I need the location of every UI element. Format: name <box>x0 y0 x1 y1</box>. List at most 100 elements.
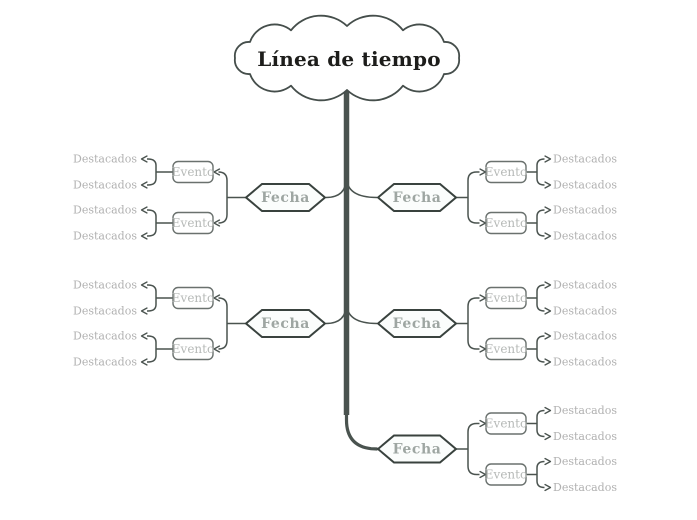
destacado-label[interactable]: Destacados <box>73 153 137 166</box>
destacado-label[interactable]: Destacados <box>73 179 137 192</box>
evento-node[interactable]: Evento <box>485 463 527 486</box>
evento-label: Evento <box>485 417 527 431</box>
branch-left-2: Fecha Evento Evento Destacados Destacado… <box>73 279 327 369</box>
evento-box-shape <box>485 160 527 184</box>
evento-label: Evento <box>485 216 527 230</box>
connector-evento2-to-destacados <box>526 460 545 489</box>
connector-evento1-to-destacados <box>526 158 545 186</box>
map-title: Línea de tiempo <box>257 47 441 71</box>
fecha-node[interactable]: Fecha <box>376 183 458 212</box>
fecha-node[interactable]: Fecha <box>244 183 327 212</box>
connector-fecha-to-eventos <box>456 422 480 476</box>
evento-label: Evento <box>172 165 214 179</box>
evento-box-shape <box>485 286 527 310</box>
destacado-label[interactable]: Destacados <box>553 204 617 217</box>
destacado-label[interactable]: Destacados <box>73 330 137 343</box>
destacado-label[interactable]: Destacados <box>73 356 137 369</box>
connector-evento1-to-destacados <box>147 284 173 312</box>
destacado-label[interactable]: Destacados <box>73 305 137 318</box>
branch-right-2: Fecha Evento Evento Destacados Destacado… <box>376 279 617 369</box>
destacado-label[interactable]: Destacados <box>553 356 617 369</box>
fecha-hexagon-shape <box>376 434 458 464</box>
fecha-hexagon-shape <box>376 309 458 338</box>
fecha-label: Fecha <box>393 190 442 206</box>
connector-fecha-to-eventos <box>456 171 480 224</box>
evento-box-shape <box>172 160 214 184</box>
cloud-shape <box>233 14 461 102</box>
evento-label: Evento <box>485 291 527 305</box>
destacado-label[interactable]: Destacados <box>553 455 617 468</box>
connector-evento1-to-destacados <box>526 409 545 438</box>
destacado-label[interactable]: Destacados <box>553 179 617 192</box>
destacado-label[interactable]: Destacados <box>553 279 617 292</box>
branch-curve-row2-left <box>325 302 348 325</box>
trunk-curve-bottom <box>344 412 378 451</box>
arrowhead-into-destacados <box>140 155 148 189</box>
connector-evento2-to-destacados <box>526 209 545 237</box>
fecha-node[interactable]: Fecha <box>376 309 458 338</box>
arrowhead-into-destacados <box>544 281 552 315</box>
evento-label: Evento <box>485 342 527 356</box>
connector-fecha-to-eventos <box>218 297 246 350</box>
fecha-node[interactable]: Fecha <box>244 309 327 338</box>
destacado-label[interactable]: Destacados <box>553 153 617 166</box>
arrowhead-into-destacados <box>544 457 552 492</box>
evento-node[interactable]: Evento <box>172 211 214 235</box>
branch-curve-row1-right <box>345 176 378 199</box>
branch-left-1: Fecha Evento Evento Destacados Destacado… <box>73 153 327 243</box>
trunk <box>325 88 378 451</box>
destacado-label[interactable]: Destacados <box>553 305 617 318</box>
evento-node[interactable]: Evento <box>485 211 527 235</box>
evento-node[interactable]: Evento <box>172 286 214 310</box>
destacado-label[interactable]: Destacados <box>553 404 617 417</box>
connector-evento2-to-destacados <box>526 335 545 363</box>
branch-right-3: Fecha Evento Evento Destacados Destacado… <box>376 404 617 494</box>
arrowhead-into-destacados <box>544 206 552 240</box>
connector-evento1-to-destacados <box>147 158 173 186</box>
evento-label: Evento <box>172 216 214 230</box>
connector-evento2-to-destacados <box>147 209 173 237</box>
evento-label: Evento <box>172 291 214 305</box>
evento-node[interactable]: Evento <box>485 286 527 310</box>
evento-node[interactable]: Evento <box>172 160 214 184</box>
evento-label: Evento <box>485 468 527 482</box>
evento-label: Evento <box>485 165 527 179</box>
fecha-hexagon-shape <box>376 183 458 212</box>
evento-label: Evento <box>172 342 214 356</box>
evento-node[interactable]: Evento <box>485 412 527 435</box>
branch-right-1: Fecha Evento Evento Destacados Destacado… <box>376 153 617 243</box>
fecha-node[interactable]: Fecha <box>376 434 458 464</box>
connector-fecha-to-eventos <box>456 297 480 350</box>
arrowhead-into-destacados <box>544 406 552 441</box>
destacado-label[interactable]: Destacados <box>553 430 617 443</box>
connector-evento1-to-destacados <box>526 284 545 312</box>
connector-fecha-to-eventos <box>218 171 246 224</box>
fecha-label: Fecha <box>393 316 442 332</box>
destacado-label[interactable]: Destacados <box>73 204 137 217</box>
destacado-label[interactable]: Destacados <box>553 481 617 494</box>
evento-box-shape <box>172 337 214 361</box>
evento-box-shape <box>172 211 214 235</box>
fecha-label: Fecha <box>393 442 442 458</box>
evento-box-shape <box>485 211 527 235</box>
destacado-label[interactable]: Destacados <box>73 279 137 292</box>
evento-box-shape <box>485 337 527 361</box>
fecha-label: Fecha <box>261 316 310 332</box>
arrowhead-into-destacados <box>140 332 148 366</box>
arrowhead-into-destacados <box>544 155 552 189</box>
evento-box-shape <box>485 412 527 435</box>
branch-curve-row1-left <box>325 176 348 199</box>
destacado-label[interactable]: Destacados <box>553 230 617 243</box>
connector-evento2-to-destacados <box>147 335 173 363</box>
destacado-label[interactable]: Destacados <box>73 230 137 243</box>
arrowhead-into-destacados <box>140 281 148 315</box>
evento-node[interactable]: Evento <box>485 160 527 184</box>
evento-node[interactable]: Evento <box>485 337 527 361</box>
cloud-node[interactable]: Línea de tiempo <box>233 14 461 102</box>
evento-node[interactable]: Evento <box>172 337 214 361</box>
fecha-hexagon-shape <box>244 309 327 338</box>
evento-box-shape <box>172 286 214 310</box>
arrowhead-into-destacados <box>140 206 148 240</box>
destacado-label[interactable]: Destacados <box>553 330 617 343</box>
